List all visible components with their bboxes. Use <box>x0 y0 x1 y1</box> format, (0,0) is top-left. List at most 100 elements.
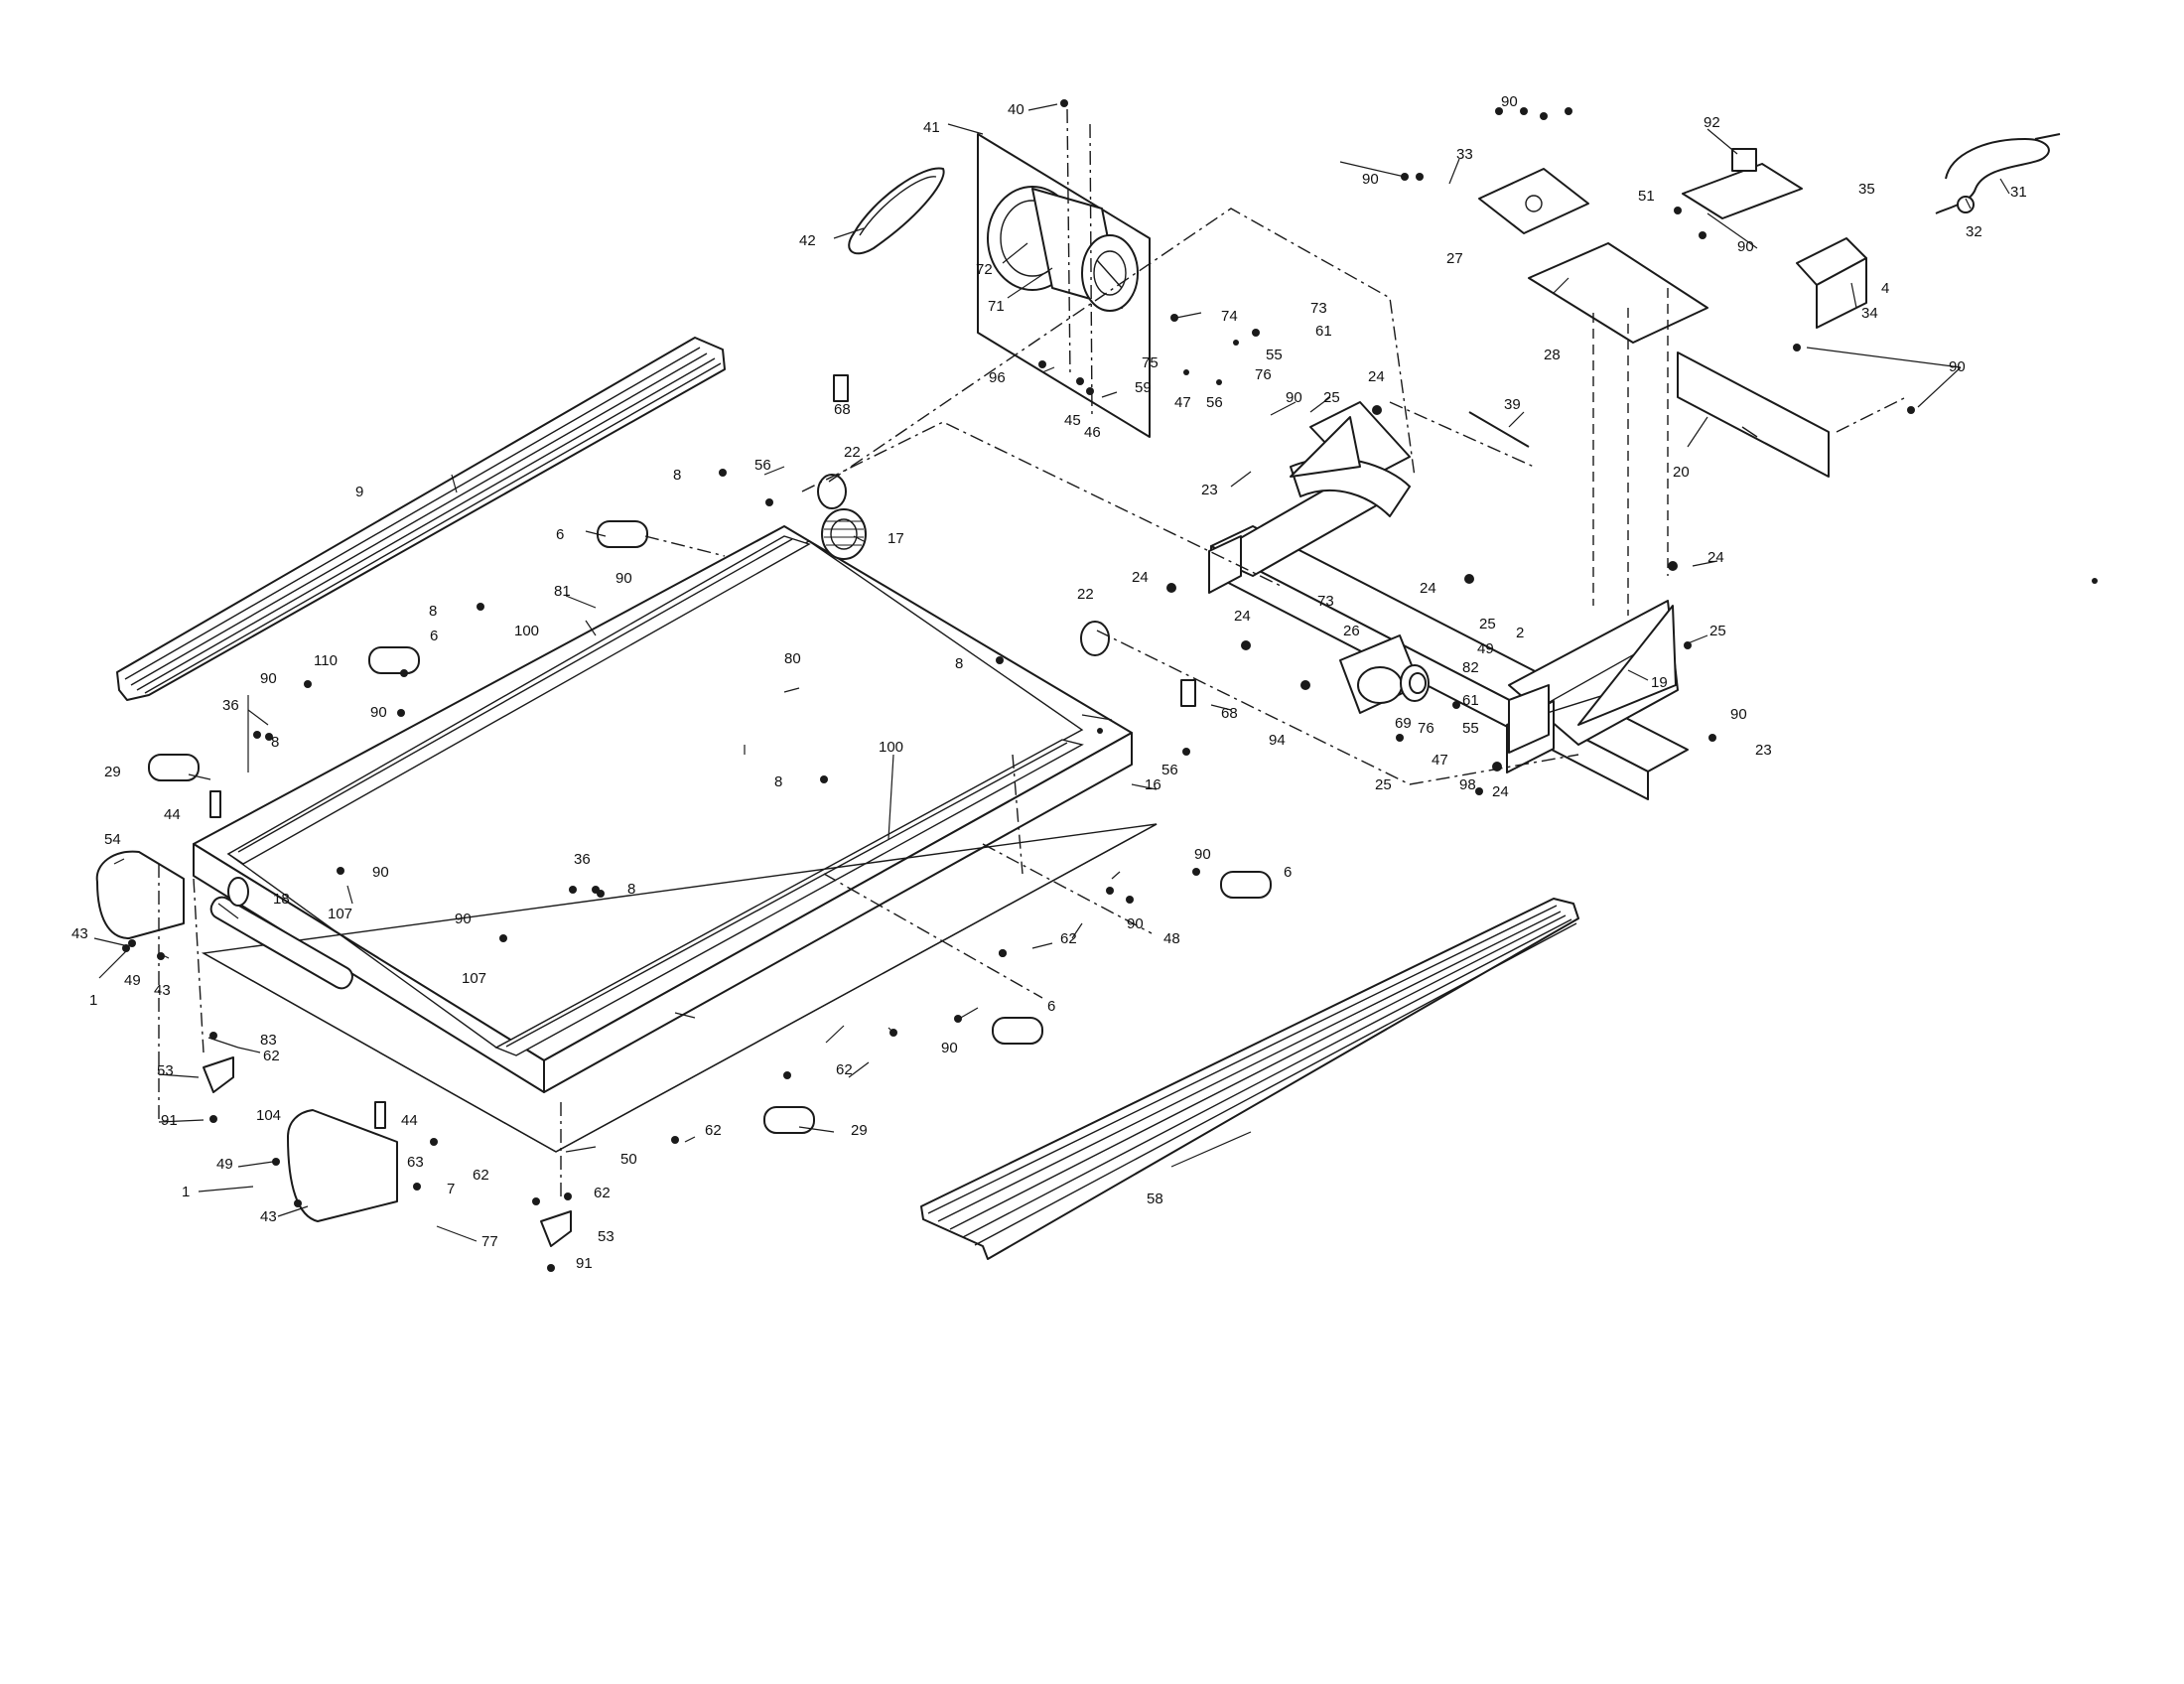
label-40: 40 <box>1008 101 1024 118</box>
label-81: 81 <box>554 583 571 600</box>
label-76: 76 <box>1255 366 1272 383</box>
label-20: 20 <box>1673 464 1690 481</box>
cushions <box>148 374 1272 1134</box>
label-17: 17 <box>887 530 904 547</box>
label-23: 23 <box>1201 482 1218 498</box>
front-left-endcap <box>95 850 185 939</box>
label-54: 54 <box>104 831 121 848</box>
label-29: 29 <box>104 764 121 780</box>
hardware-dots <box>122 99 2098 1272</box>
leader-lines <box>93 103 2010 1242</box>
label-2: 2 <box>1516 625 1524 641</box>
label-55: 55 <box>1266 347 1283 363</box>
label-58: 58 <box>1147 1191 1163 1207</box>
label-8: 8 <box>673 467 681 484</box>
label-24: 24 <box>1420 580 1436 597</box>
label-32: 32 <box>1966 223 1982 240</box>
motor-controller <box>1478 168 1589 234</box>
drive-belt <box>848 167 945 255</box>
label-36: 36 <box>574 851 591 868</box>
label-25: 25 <box>1479 616 1496 632</box>
label-6: 6 <box>556 526 564 543</box>
label-47: 47 <box>1174 394 1191 411</box>
label-23: 23 <box>1755 742 1772 759</box>
label-29: 29 <box>851 1122 868 1139</box>
idler-pulleys <box>817 474 1110 656</box>
label-8: 8 <box>955 655 963 672</box>
label-27: 27 <box>1446 250 1463 267</box>
label-44: 44 <box>164 806 181 823</box>
label-90: 90 <box>615 570 632 587</box>
right-side-rail <box>920 898 1579 1260</box>
label-49: 49 <box>1477 640 1494 657</box>
label-8: 8 <box>429 603 437 620</box>
label-1: 1 <box>182 1184 190 1200</box>
upright-frame <box>1208 401 1689 800</box>
label-110: 110 <box>314 652 338 669</box>
label-68: 68 <box>834 401 851 418</box>
label-104: 104 <box>256 1107 281 1124</box>
label-43: 43 <box>154 982 171 999</box>
label-6: 6 <box>430 628 438 644</box>
label-8: 8 <box>774 773 782 790</box>
foot-right <box>540 1210 572 1247</box>
label-92: 92 <box>1704 114 1720 131</box>
label-77: 77 <box>481 1233 498 1250</box>
label-96: 96 <box>989 369 1006 386</box>
label-90: 90 <box>1286 389 1302 406</box>
label-6: 6 <box>1284 864 1292 881</box>
label-8: 8 <box>271 734 279 751</box>
label-41: 41 <box>923 119 940 136</box>
label-83: 83 <box>260 1032 277 1049</box>
label-91: 91 <box>576 1255 593 1272</box>
label-90: 90 <box>1127 915 1144 932</box>
label-107: 107 <box>462 970 486 987</box>
label-18: 18 <box>273 891 290 908</box>
label-53: 53 <box>598 1228 614 1245</box>
label-71: 71 <box>988 298 1005 315</box>
label-34: 34 <box>1861 305 1878 322</box>
transformer-board <box>1682 148 1803 219</box>
label-90: 90 <box>370 704 387 721</box>
label-100: 100 <box>879 739 903 756</box>
controller-plate <box>1528 242 1830 478</box>
label-24: 24 <box>1492 783 1509 800</box>
label-4: 4 <box>1881 280 1889 297</box>
label-61: 61 <box>1462 692 1479 709</box>
label-31: 31 <box>2010 184 2027 201</box>
label-48: 48 <box>1163 930 1180 947</box>
label-22: 22 <box>1077 586 1094 603</box>
fuse-holder <box>1796 237 1867 329</box>
power-cord <box>1935 133 2061 214</box>
label-7: 7 <box>447 1181 455 1197</box>
left-side-rail <box>116 337 726 701</box>
label-9: 9 <box>355 484 363 500</box>
label-90: 90 <box>1194 846 1211 863</box>
label-69: 69 <box>1395 715 1412 732</box>
label-25: 25 <box>1323 389 1340 406</box>
label-82: 82 <box>1462 659 1479 676</box>
label-24: 24 <box>1707 549 1724 566</box>
label-62: 62 <box>705 1122 722 1139</box>
label-98: 98 <box>1459 776 1476 793</box>
label-61: 61 <box>1315 323 1332 340</box>
label-49: 49 <box>216 1156 233 1173</box>
label-36: 36 <box>222 697 239 714</box>
part-labels: 40 41 42 72 71 74 61 55 75 76 96 59 47 5… <box>71 93 2027 1272</box>
label-39: 39 <box>1504 396 1521 413</box>
label-24: 24 <box>1132 569 1149 586</box>
label-16: 16 <box>1145 776 1161 793</box>
label-90: 90 <box>941 1040 958 1056</box>
assembly-lines <box>158 108 1907 1201</box>
label-25: 25 <box>1375 776 1392 793</box>
foot-left <box>203 1056 234 1093</box>
label-76: 76 <box>1418 720 1434 737</box>
label-51: 51 <box>1638 188 1655 205</box>
label-72: 72 <box>976 261 993 278</box>
label-49: 49 <box>124 972 141 989</box>
motor-assembly <box>977 133 1151 438</box>
label-91: 91 <box>161 1112 178 1129</box>
label-62: 62 <box>473 1167 489 1184</box>
label-43: 43 <box>260 1208 277 1225</box>
